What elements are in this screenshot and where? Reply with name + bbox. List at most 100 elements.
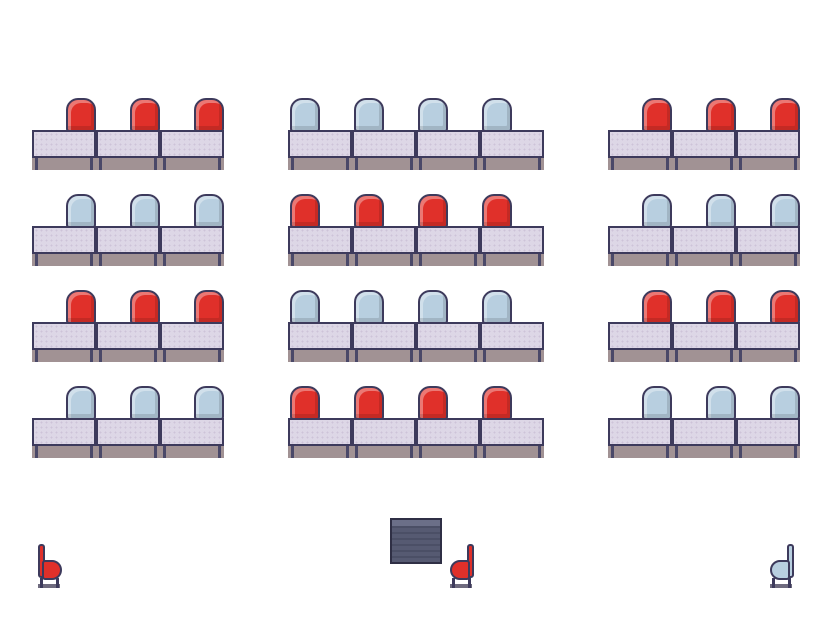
student-seat-red[interactable] [66, 290, 96, 324]
desk-leg [794, 156, 797, 170]
student-desk[interactable] [160, 226, 224, 254]
student-seat-blue[interactable] [66, 386, 96, 420]
teacher-desk[interactable] [390, 518, 442, 564]
student-seat-blue[interactable] [770, 194, 800, 228]
student-seat-blue[interactable] [642, 194, 672, 228]
student-seat-red[interactable] [770, 98, 800, 132]
student-desk[interactable] [416, 130, 480, 158]
student-desk[interactable] [736, 130, 800, 158]
student-desk[interactable] [96, 130, 160, 158]
student-seat-blue[interactable] [706, 194, 736, 228]
student-desk[interactable] [32, 418, 96, 446]
student-desk[interactable] [32, 322, 96, 350]
student-desk[interactable] [608, 418, 672, 446]
desk-row-right-3 [608, 290, 800, 362]
student-desk[interactable] [160, 130, 224, 158]
student-seat-blue[interactable] [418, 98, 448, 132]
student-seat-blue[interactable] [482, 290, 512, 324]
student-seat-blue[interactable] [194, 386, 224, 420]
student-desk[interactable] [416, 226, 480, 254]
student-desk[interactable] [288, 130, 352, 158]
student-seat-blue[interactable] [130, 194, 160, 228]
student-desk[interactable] [736, 226, 800, 254]
student-desk[interactable] [352, 130, 416, 158]
student-seat-red[interactable] [194, 290, 224, 324]
desk-floor-shadow [416, 446, 480, 458]
desk-floor-shadow [352, 254, 416, 266]
desk-leg [675, 252, 678, 266]
student-desk[interactable] [96, 226, 160, 254]
student-seat-blue[interactable] [130, 386, 160, 420]
student-seat-blue[interactable] [706, 386, 736, 420]
student-desk[interactable] [32, 226, 96, 254]
student-desk[interactable] [416, 322, 480, 350]
student-seat-red[interactable] [418, 386, 448, 420]
desk-leg [739, 156, 742, 170]
student-seat-blue[interactable] [418, 290, 448, 324]
student-desk[interactable] [352, 322, 416, 350]
desk-floor-shadow [736, 254, 800, 266]
front-left-chair[interactable] [36, 544, 64, 588]
student-desk[interactable] [608, 226, 672, 254]
student-seat-red[interactable] [290, 194, 320, 228]
student-seat-blue[interactable] [290, 290, 320, 324]
student-seat-red[interactable] [66, 98, 96, 132]
student-desk[interactable] [416, 418, 480, 446]
student-seat-blue[interactable] [354, 290, 384, 324]
student-desk[interactable] [480, 418, 544, 446]
student-desk[interactable] [288, 322, 352, 350]
desk-leg [291, 348, 294, 362]
student-desk[interactable] [480, 130, 544, 158]
desk-leg [794, 252, 797, 266]
student-desk[interactable] [608, 322, 672, 350]
student-desk[interactable] [288, 418, 352, 446]
student-desk[interactable] [672, 226, 736, 254]
student-seat-blue[interactable] [482, 98, 512, 132]
student-desk[interactable] [480, 226, 544, 254]
student-seat-red[interactable] [642, 290, 672, 324]
student-desk[interactable] [96, 322, 160, 350]
chair-cushion [770, 560, 790, 580]
desk-row-right-4 [608, 386, 800, 458]
student-seat-blue[interactable] [354, 98, 384, 132]
student-desk[interactable] [352, 418, 416, 446]
student-desk[interactable] [608, 130, 672, 158]
student-desk[interactable] [32, 130, 96, 158]
student-desk[interactable] [160, 322, 224, 350]
desk-leg [666, 444, 669, 458]
student-seat-blue[interactable] [770, 386, 800, 420]
teacher-chair[interactable] [448, 544, 476, 588]
student-desk[interactable] [160, 418, 224, 446]
student-seat-red[interactable] [290, 386, 320, 420]
student-seat-red[interactable] [706, 290, 736, 324]
student-seat-red[interactable] [354, 386, 384, 420]
student-desk[interactable] [672, 418, 736, 446]
student-seat-blue[interactable] [66, 194, 96, 228]
student-seat-red[interactable] [642, 98, 672, 132]
student-desk[interactable] [352, 226, 416, 254]
student-seat-red[interactable] [354, 194, 384, 228]
student-seat-red[interactable] [706, 98, 736, 132]
student-desk[interactable] [672, 130, 736, 158]
desk-leg [35, 252, 38, 266]
student-seat-red[interactable] [482, 194, 512, 228]
student-seat-red[interactable] [130, 290, 160, 324]
student-seat-red[interactable] [770, 290, 800, 324]
student-seat-red[interactable] [418, 194, 448, 228]
desk-floor-shadow [32, 158, 96, 170]
student-desk[interactable] [480, 322, 544, 350]
student-seat-red[interactable] [130, 98, 160, 132]
student-desk[interactable] [96, 418, 160, 446]
desk-leg [739, 444, 742, 458]
front-right-chair[interactable] [768, 544, 796, 588]
student-desk[interactable] [736, 418, 800, 446]
desk-row-left-2 [32, 194, 224, 266]
student-seat-blue[interactable] [642, 386, 672, 420]
student-seat-blue[interactable] [290, 98, 320, 132]
student-seat-red[interactable] [482, 386, 512, 420]
student-seat-red[interactable] [194, 98, 224, 132]
student-desk[interactable] [288, 226, 352, 254]
student-desk[interactable] [736, 322, 800, 350]
student-desk[interactable] [672, 322, 736, 350]
student-seat-blue[interactable] [194, 194, 224, 228]
